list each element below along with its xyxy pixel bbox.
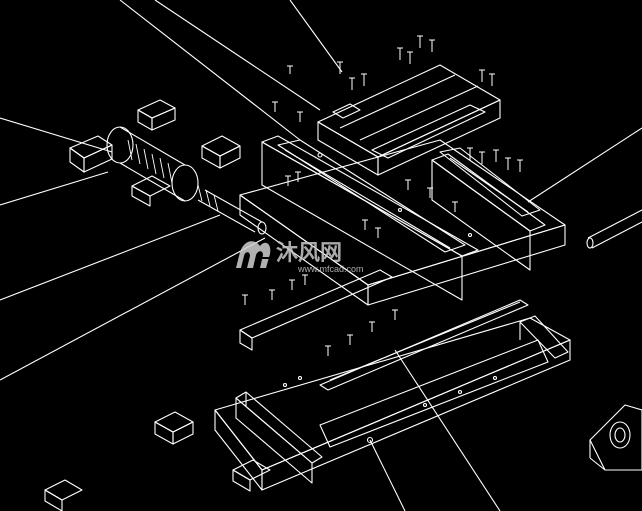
mf-logo-icon (236, 241, 271, 268)
middle-saddle (239, 135, 566, 351)
fasteners (242, 35, 523, 356)
drive-shaft (586, 209, 642, 249)
watermark: 沐风网 www.mfcad.com (236, 241, 364, 274)
pillow-block (589, 404, 642, 471)
guide-blocks (44, 99, 271, 511)
watermark-brand: 沐风网 (276, 241, 342, 266)
watermark-url: www.mfcad.com (297, 264, 364, 274)
ball-screw (69, 126, 267, 235)
top-table (317, 64, 501, 176)
base-plate (214, 299, 571, 491)
